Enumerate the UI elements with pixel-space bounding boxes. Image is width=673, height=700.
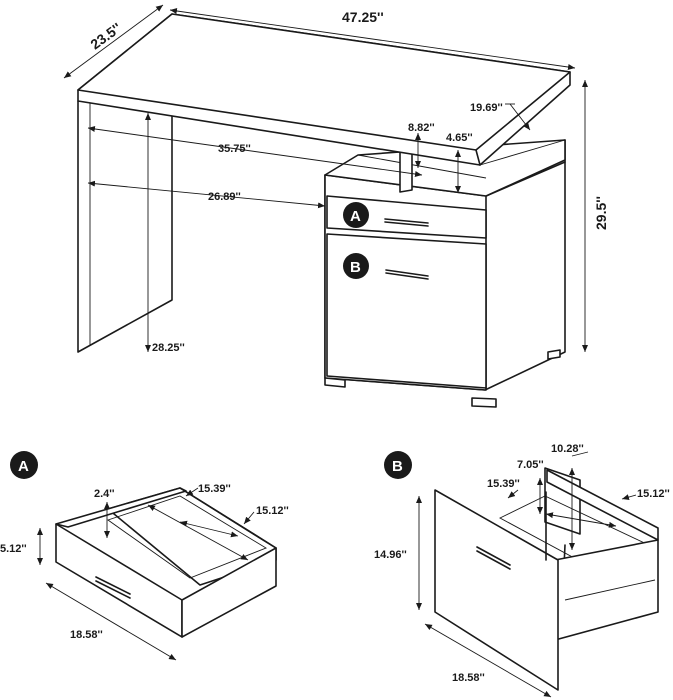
- cabinet-foot: [547, 349, 561, 360]
- drawer-a-detail: [55, 487, 277, 638]
- dim-shelf-depth: 19.69'': [470, 102, 503, 114]
- dim-drawer-b-inner-depth: 15.12'': [637, 488, 670, 500]
- drawer-b-detail: [434, 467, 659, 691]
- dim-drawer-b-inner-height: 10.28'': [551, 443, 584, 455]
- dim-drawer-a-inner-height: 2.4'': [94, 488, 115, 500]
- dim-drawer-b-width: 18.58'': [452, 672, 485, 684]
- cabinet-drawer-a: [326, 195, 487, 239]
- svg-text:B: B: [392, 458, 403, 475]
- badge-a-detail: A: [10, 451, 38, 479]
- badge-a-main: A: [343, 202, 369, 228]
- svg-text:A: A: [18, 458, 29, 475]
- dim-drawer-a-height: 5.12'': [0, 543, 27, 555]
- dim-leg-height: 28.25'': [152, 342, 185, 354]
- badge-b-detail: B: [384, 451, 412, 479]
- desk-left-panel: [77, 100, 173, 353]
- dim-drawer-a-width: 18.58'': [70, 629, 103, 641]
- dim-desk-width: 47.25'': [342, 9, 384, 25]
- drawer-a-handle: [384, 221, 429, 227]
- dim-drawer-b-side-height: 7.05'': [517, 459, 544, 471]
- cabinet-foot: [471, 397, 497, 408]
- dim-knee-width: 26.89'': [208, 191, 241, 203]
- svg-text:A: A: [350, 208, 361, 225]
- dim-riser-width: 8.82'': [408, 122, 435, 134]
- dim-drawer-b-height: 14.96'': [374, 549, 407, 561]
- cabinet-foot: [324, 377, 346, 388]
- drawer-a-dimensions: 5.12'' 2.4'' 18.58'' 15.39'' 15.12'': [0, 483, 289, 661]
- dim-drawer-b-inner-width: 15.39'': [487, 478, 520, 490]
- dim-desk-height: 29.5'': [593, 196, 609, 230]
- badge-b-main: B: [343, 253, 369, 279]
- dim-drawer-a-inner-depth: 15.12'': [256, 505, 289, 517]
- drawer-b-front: [434, 489, 559, 691]
- dim-drawer-a-inner-width: 15.39'': [198, 483, 231, 495]
- desk-dimensions: 47.25'' 23.5'' 29.5'' 28.25'' 35.75'' 26…: [63, 4, 609, 354]
- dim-top-inner-length: 35.75'': [218, 143, 251, 155]
- drawer-b-dimensions: 14.96'' 18.58'' 10.28'' 7.05'' 15.39'' 1…: [374, 443, 670, 698]
- desk-riser-support: [399, 149, 413, 193]
- door-b-handle: [385, 269, 429, 277]
- svg-text:B: B: [350, 259, 361, 276]
- dim-riser-height: 4.65'': [446, 132, 473, 144]
- drawer-b-detail-handle: [476, 546, 511, 566]
